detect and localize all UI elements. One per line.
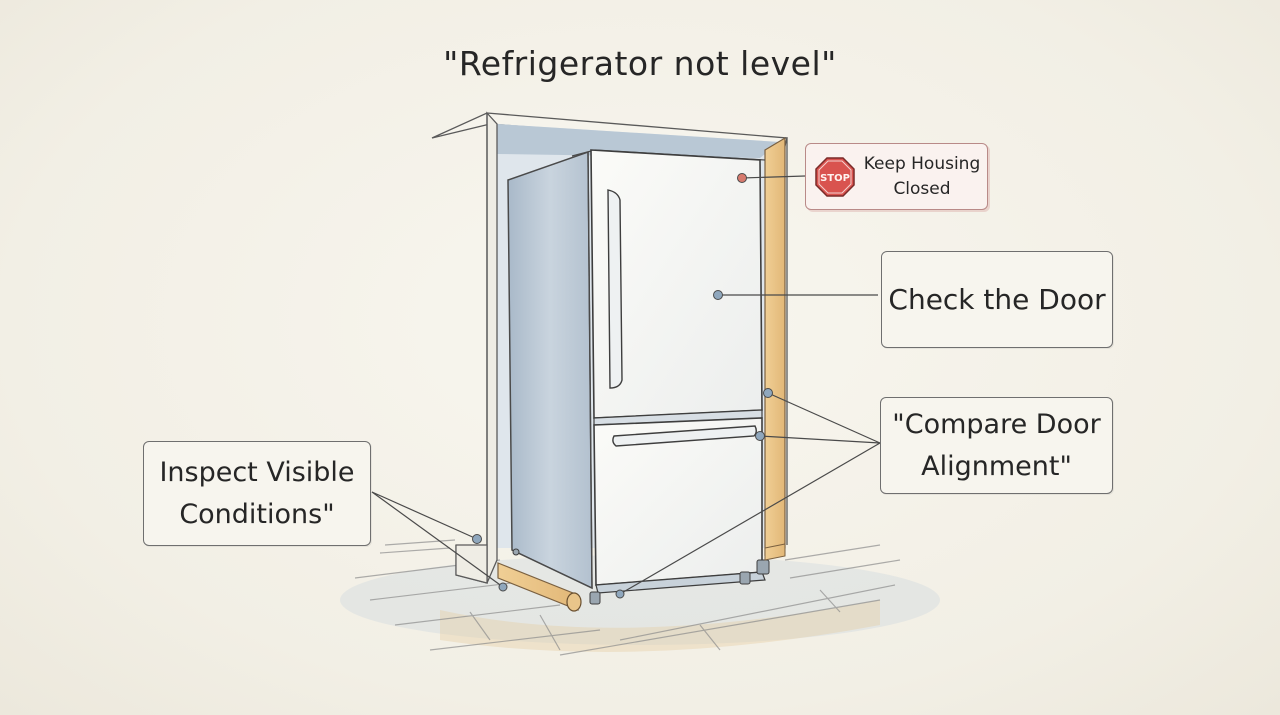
keep-housing-line2: Closed <box>893 178 951 199</box>
anchor-points <box>472 173 773 599</box>
keep-housing-label: Keep Housing Closed <box>862 152 982 202</box>
compare-alignment-line2: Alignment" <box>921 450 1072 482</box>
compare-alignment-line1: "Compare Door <box>892 408 1101 440</box>
floor-rail <box>497 543 786 612</box>
inspect-visible-line2: Conditions" <box>179 498 335 530</box>
diagram-title: "Refrigerator not level" <box>443 44 837 83</box>
keep-housing-closed-callout: STOP Keep Housing Closed <box>805 143 988 210</box>
refrigerator-body <box>507 149 770 605</box>
leader-lines <box>371 175 881 595</box>
inspect-visible-line1: Inspect Visible <box>159 456 355 488</box>
stop-sign-text: STOP <box>820 173 850 184</box>
compare-alignment-callout: "Compare Door Alignment" <box>880 397 1113 494</box>
check-door-callout: Check the Door <box>881 251 1113 348</box>
check-door-label: Check the Door <box>888 283 1106 316</box>
inspect-visible-callout: Inspect Visible Conditions" <box>143 441 371 546</box>
keep-housing-line1: Keep Housing <box>863 153 981 174</box>
stop-sign-icon: STOP <box>815 156 855 197</box>
